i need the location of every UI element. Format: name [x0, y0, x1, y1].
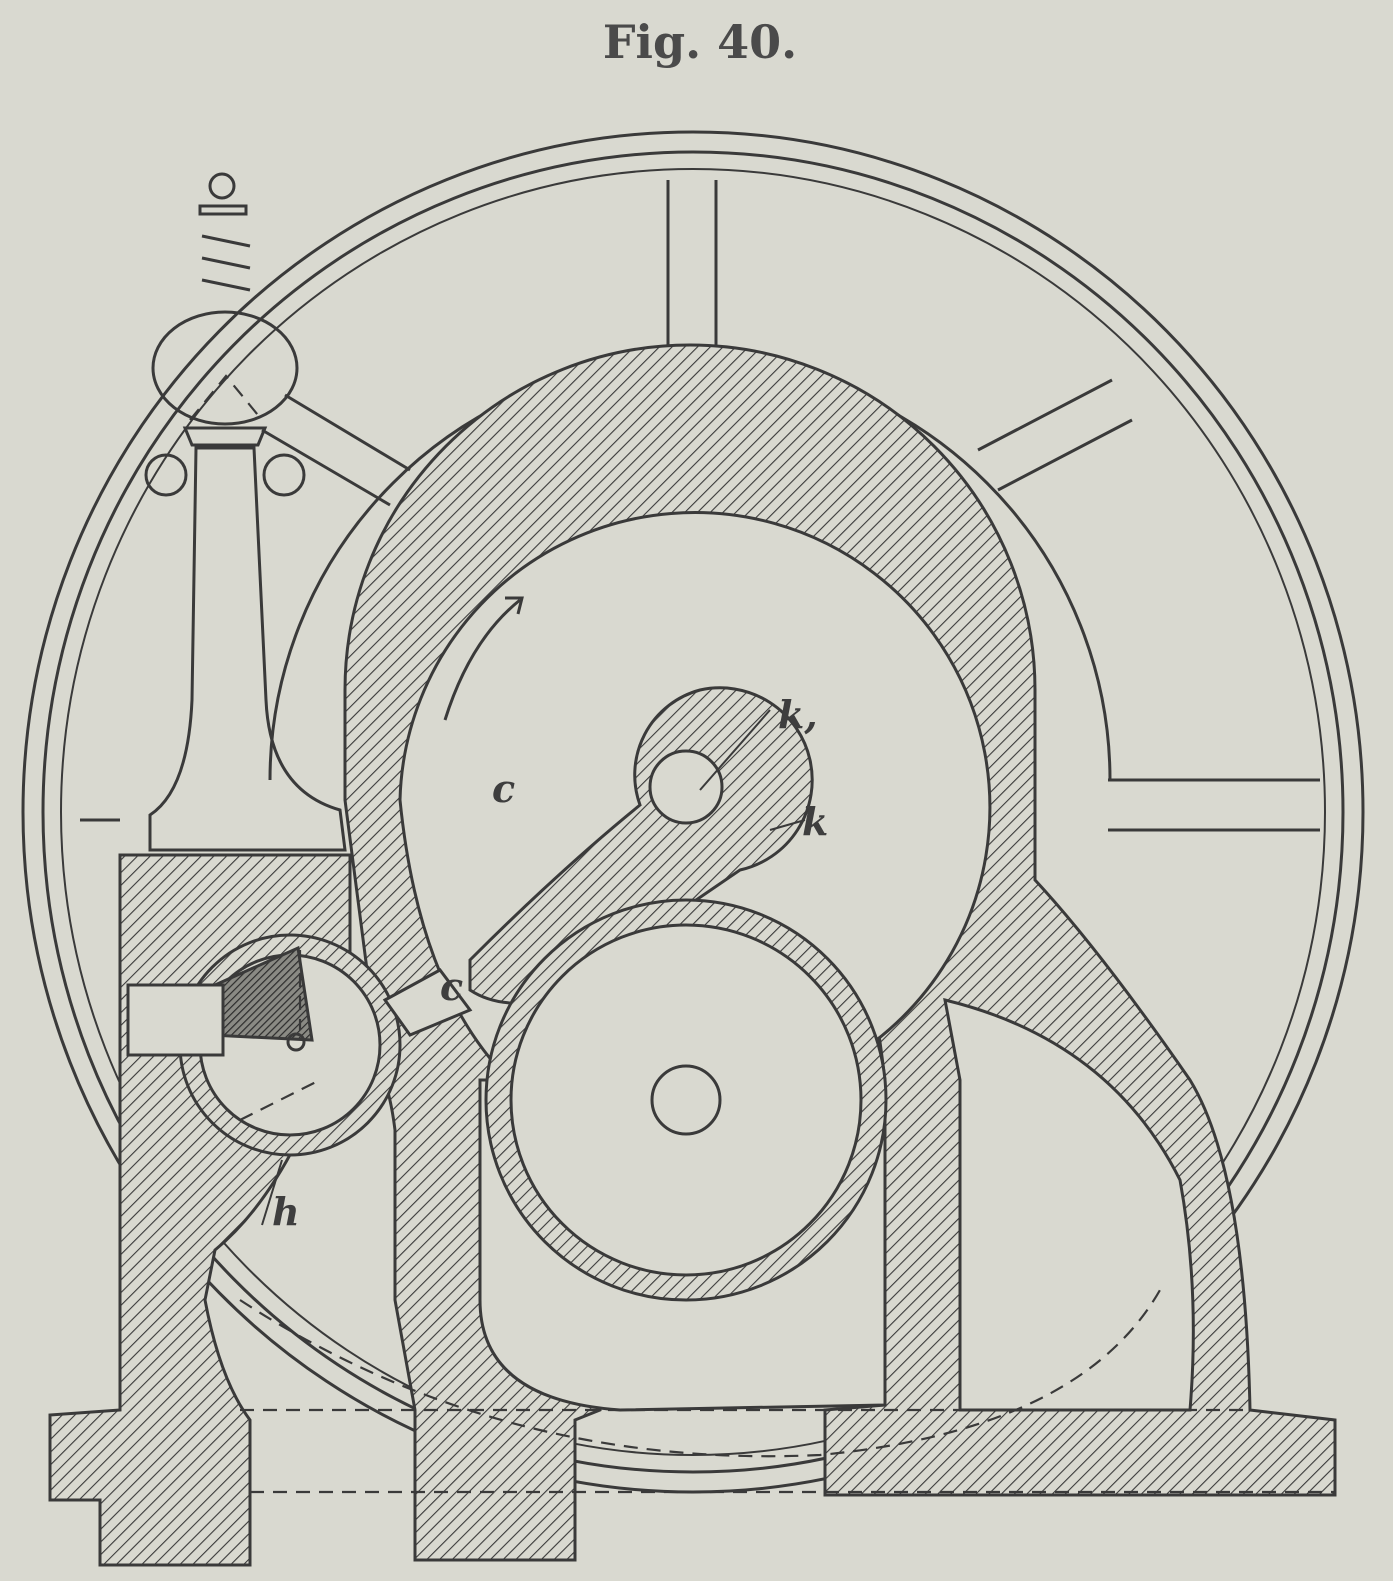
- label-leaders: [261, 709, 806, 1226]
- crank-pin: [648, 749, 724, 825]
- label-c-upper: c: [492, 766, 515, 811]
- figure-title: Fig. 40.: [603, 15, 797, 69]
- label-h: h: [272, 1189, 300, 1234]
- crank-disc: [468, 686, 814, 1005]
- dashed-outlines: [239, 1289, 1335, 1494]
- label-k1: k,: [778, 692, 818, 737]
- lower-eccentric: [484, 898, 888, 1302]
- label-k: k: [802, 799, 828, 844]
- label-c-lower: c: [440, 964, 463, 1009]
- rotation-arrow-icon: [443, 596, 524, 721]
- valve-disc: [126, 933, 473, 1157]
- governor: [144, 172, 347, 852]
